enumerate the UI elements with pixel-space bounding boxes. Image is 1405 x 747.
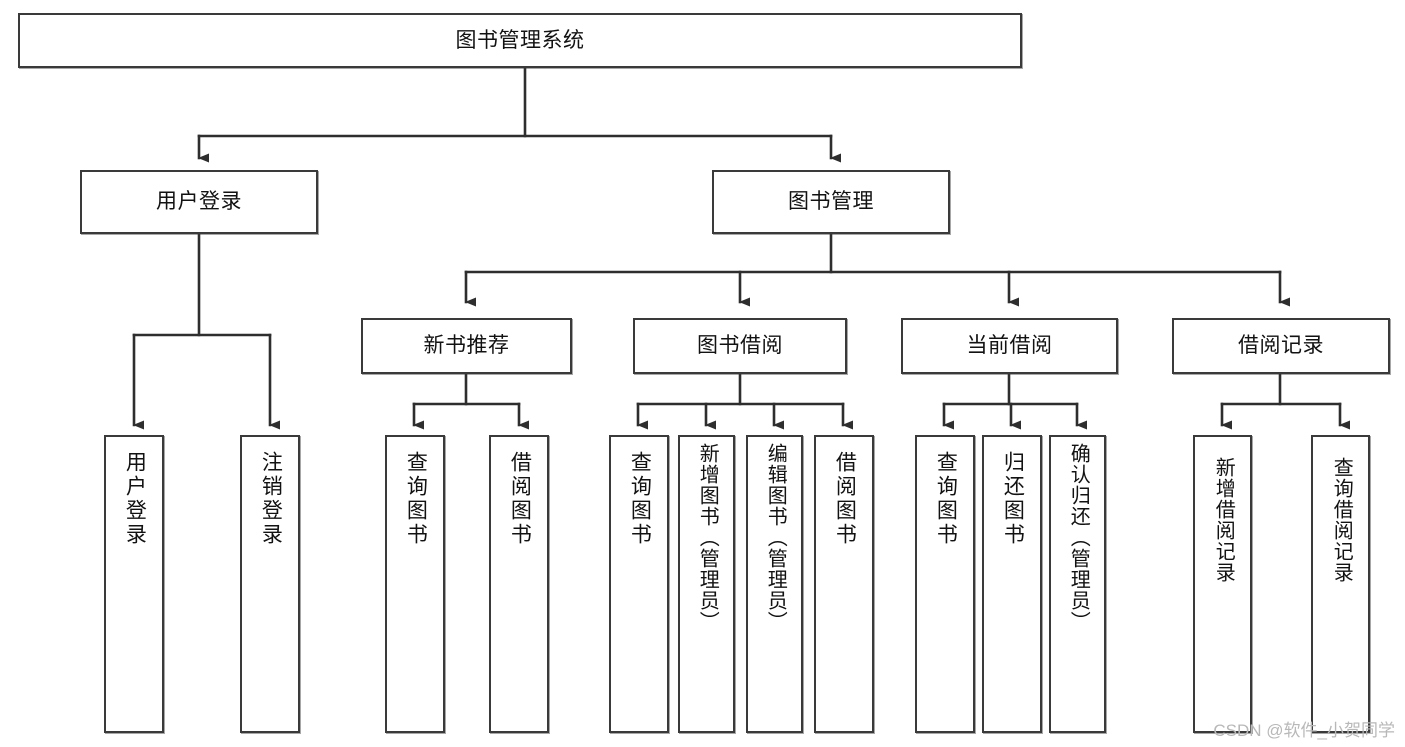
node-root-label: 图书管理系统 xyxy=(455,28,585,52)
node-leaf-add-record[interactable]: 新增借阅记录 xyxy=(1193,435,1252,733)
node-leaf-add-book[interactable]: 新增图书（管理员） xyxy=(678,435,735,733)
node-leaf-query-book-3[interactable]: 查询图书 xyxy=(915,435,975,733)
node-leaf-query-record[interactable]: 查询借阅记录 xyxy=(1311,435,1370,733)
node-new-book-recommend[interactable]: 新书推荐 xyxy=(361,318,572,374)
node-leaf-logout-login[interactable]: 注销登录 xyxy=(240,435,300,733)
node-leaf-query-book-1-label: 查询图书 xyxy=(404,451,428,547)
node-leaf-user-login-label: 用户登录 xyxy=(123,451,147,547)
node-leaf-confirm-return[interactable]: 确认归还（管理员） xyxy=(1049,435,1106,733)
node-leaf-user-login[interactable]: 用户登录 xyxy=(104,435,164,733)
node-book-borrow[interactable]: 图书借阅 xyxy=(633,318,847,374)
node-leaf-add-book-label: 新增图书（管理员） xyxy=(696,443,719,632)
node-user-login-label: 用户登录 xyxy=(156,190,242,214)
node-leaf-borrow-book-2-label: 借阅图书 xyxy=(833,451,857,547)
node-leaf-return-book[interactable]: 归还图书 xyxy=(982,435,1042,733)
node-leaf-query-book-1[interactable]: 查询图书 xyxy=(385,435,445,733)
node-leaf-query-book-2-label: 查询图书 xyxy=(628,451,652,547)
node-leaf-add-record-label: 新增借阅记录 xyxy=(1212,457,1235,583)
watermark-text: CSDN @软件_小贺同学 xyxy=(1213,721,1395,740)
node-book-manage[interactable]: 图书管理 xyxy=(712,170,950,234)
node-current-borrow[interactable]: 当前借阅 xyxy=(901,318,1118,374)
node-leaf-borrow-book-1[interactable]: 借阅图书 xyxy=(489,435,549,733)
node-new-book-recommend-label: 新书推荐 xyxy=(423,334,510,358)
node-leaf-edit-book-label: 编辑图书（管理员） xyxy=(764,443,787,632)
node-book-borrow-label: 图书借阅 xyxy=(697,334,783,358)
node-leaf-query-book-3-label: 查询图书 xyxy=(934,451,958,547)
node-leaf-confirm-return-label: 确认归还（管理员） xyxy=(1067,443,1090,632)
node-leaf-borrow-book-2[interactable]: 借阅图书 xyxy=(814,435,874,733)
node-current-borrow-label: 当前借阅 xyxy=(966,334,1053,358)
node-book-manage-label: 图书管理 xyxy=(788,190,874,214)
node-borrow-record[interactable]: 借阅记录 xyxy=(1172,318,1390,374)
node-leaf-edit-book[interactable]: 编辑图书（管理员） xyxy=(746,435,803,733)
node-leaf-logout-login-label: 注销登录 xyxy=(259,451,283,547)
node-leaf-return-book-label: 归还图书 xyxy=(1001,451,1025,547)
node-leaf-query-book-2[interactable]: 查询图书 xyxy=(609,435,669,733)
node-user-login[interactable]: 用户登录 xyxy=(80,170,318,234)
node-borrow-record-label: 借阅记录 xyxy=(1238,334,1324,358)
node-leaf-query-record-label: 查询借阅记录 xyxy=(1330,457,1353,583)
node-root[interactable]: 图书管理系统 xyxy=(18,13,1022,68)
node-leaf-borrow-book-1-label: 借阅图书 xyxy=(508,451,532,547)
